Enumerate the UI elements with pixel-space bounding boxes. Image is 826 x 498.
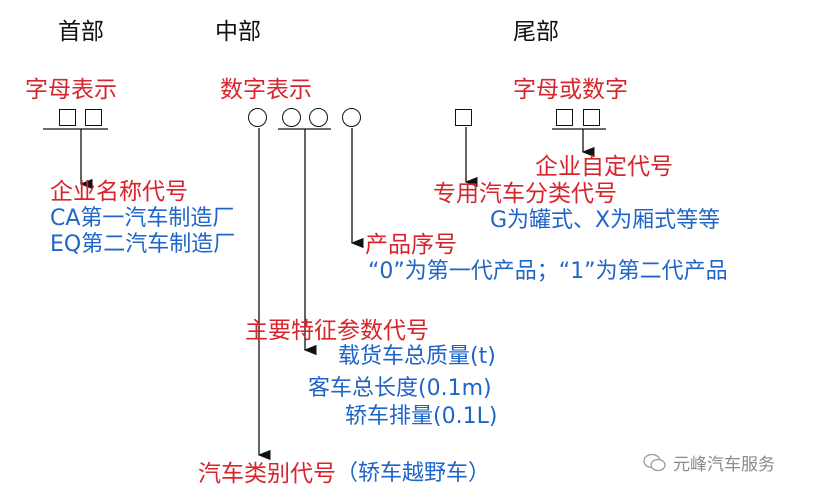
wechat-icon	[643, 453, 666, 471]
watermark: 元峰汽车服务	[643, 450, 775, 475]
product-sequence-note: “0”为第一代产品；“1”为第二代产品	[368, 259, 728, 284]
rep-head: 字母表示	[25, 77, 117, 103]
enterprise-name-code-label: 企业名称代号	[50, 179, 188, 205]
product-sequence-label: 产品序号	[365, 232, 457, 258]
special-box	[455, 109, 472, 126]
watermark-text: 元峰汽车服务	[673, 455, 775, 475]
custom-box-1	[556, 109, 573, 126]
special-vehicle-note: G为罐式、X为厢式等等	[490, 208, 721, 233]
vehicle-category-note: （轿车越野车）	[336, 461, 491, 486]
digit-circle-4	[342, 108, 361, 127]
header-head: 首部	[58, 19, 104, 45]
digit-circle-3	[309, 108, 328, 127]
example-eq: EQ第二汽车制造厂	[50, 232, 236, 257]
special-vehicle-label: 专用汽车分类代号	[433, 181, 617, 207]
letter-box-1	[59, 109, 76, 126]
example-ca: CA第一汽车制造厂	[50, 206, 235, 231]
custom-box-2	[583, 109, 600, 126]
header-tail: 尾部	[513, 19, 559, 45]
rep-middle: 数字表示	[220, 77, 312, 103]
enterprise-custom-label: 企业自定代号	[535, 154, 673, 180]
rep-tail: 字母或数字	[513, 77, 628, 103]
param-car: 轿车排量(0.1L)	[345, 404, 498, 429]
main-parameter-label: 主要特征参数代号	[245, 318, 429, 344]
letter-box-2	[85, 109, 102, 126]
param-truck: 载货车总质量(t)	[338, 344, 496, 369]
vehicle-category-label: 汽车类别代号	[198, 461, 336, 487]
digit-circle-1	[248, 108, 267, 127]
digit-circle-2	[282, 108, 301, 127]
param-bus: 客车总长度(0.1m)	[308, 376, 492, 401]
header-middle: 中部	[215, 19, 261, 45]
